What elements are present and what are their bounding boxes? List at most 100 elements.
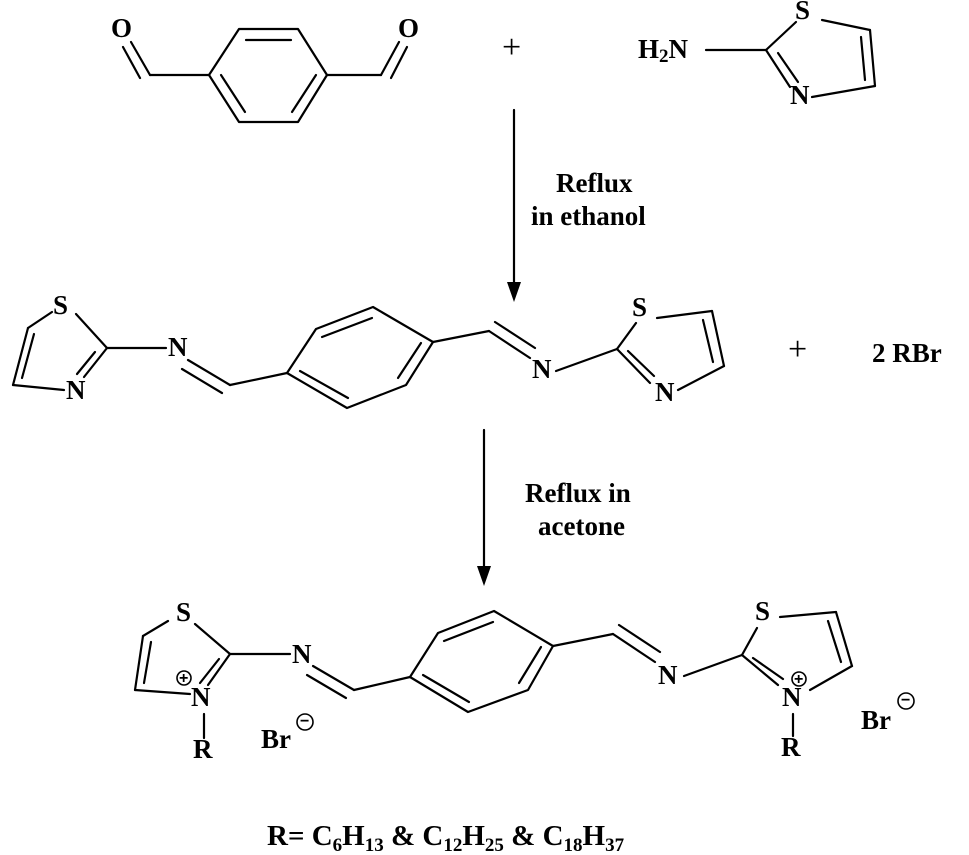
ring-double-bond: [75, 350, 97, 376]
r-group-label: R: [781, 732, 801, 762]
plus-sign: +: [788, 331, 807, 368]
condition-label: Reflux: [556, 168, 633, 198]
ring-bond: [206, 652, 232, 687]
carbonyl-bond: [129, 40, 152, 77]
imine-bond: [554, 347, 619, 373]
nitrogen-label: N: [168, 332, 188, 362]
hydrogen-label: H: [583, 820, 606, 852]
aromatic-double-bond: [219, 73, 247, 114]
sulfur-label: S: [632, 292, 647, 322]
ring-bond: [74, 312, 109, 350]
carbonyl-bond: [121, 45, 142, 80]
aromatic-double-bond: [396, 341, 423, 380]
reaction-arrow-1: [507, 108, 521, 302]
aromatic-double-bond: [442, 620, 495, 643]
subscript: 37: [605, 835, 625, 855]
plus-sign: +: [502, 29, 521, 66]
ring-bond: [710, 309, 726, 368]
ring-bond: [764, 20, 798, 52]
ring-double-bond: [20, 332, 36, 380]
ring-bond: [615, 321, 638, 351]
ring-bond: [740, 626, 759, 657]
subscript: 6: [333, 835, 343, 855]
ring-bond: [82, 346, 109, 379]
imine-double-bond: [180, 367, 224, 395]
aryl-bond: [551, 632, 615, 648]
hydrogen-label: H: [462, 820, 485, 852]
nitrogen-label: N: [658, 660, 678, 690]
imine-double-bond: [617, 623, 662, 654]
bromide-counterion: Br: [261, 724, 291, 754]
imine-double-bond: [493, 320, 537, 350]
ring-bond: [655, 309, 714, 320]
aromatic-double-bond: [290, 73, 318, 114]
subscript: 12: [443, 835, 462, 855]
imine-double-bond: [611, 632, 657, 664]
ring-bond: [834, 610, 854, 668]
carbonyl-bond: [389, 45, 409, 80]
imine-double-bond: [487, 329, 532, 360]
carbonyl-bond: [379, 40, 401, 77]
imine-double-bond: [311, 664, 356, 692]
ring-bond: [193, 622, 232, 656]
ring-bond: [11, 383, 66, 392]
negative-charge: −: [901, 692, 910, 709]
ring-bond: [26, 310, 54, 330]
ring-bond: [11, 326, 30, 387]
r-group-definition: R= C6H13 & C12H25 & C18H37: [267, 820, 625, 855]
subscript: 18: [564, 835, 583, 855]
ring-bond: [740, 653, 780, 687]
bis-schiff-base: S N N N S N: [11, 290, 726, 410]
nitrogen-label: N: [66, 375, 86, 405]
ring-bond: [141, 619, 170, 638]
ring-bond: [808, 664, 854, 692]
2-aminothiazole: H2N S N: [638, 0, 877, 110]
bis-thiazolium-salt: S N + R Br − N N S N +: [133, 596, 915, 764]
positive-charge: +: [179, 670, 188, 687]
sulfur-label: S: [755, 596, 770, 626]
sulfur-label: S: [176, 597, 191, 627]
negative-charge-circle: [296, 713, 314, 731]
imine-bond: [682, 653, 744, 678]
nitrogen-label: N: [532, 354, 552, 384]
nitrogen-label: N: [655, 377, 675, 407]
positive-charge: +: [794, 671, 803, 688]
arrow-head: [477, 566, 491, 586]
negative-charge: −: [300, 713, 309, 730]
reaction-arrow-2: [477, 428, 491, 586]
ring-double-bond: [826, 619, 843, 664]
ring-bond: [676, 364, 726, 392]
sulfur-label: S: [53, 290, 68, 320]
positive-charge-circle: [791, 671, 807, 687]
ring-double-bond: [701, 318, 715, 364]
nitrogen-label: N: [191, 682, 211, 712]
ring-double-bond: [626, 349, 656, 378]
ring-bond: [820, 18, 872, 32]
ring-double-bond: [142, 640, 153, 685]
terephthalaldehyde: O O: [111, 13, 419, 124]
r-def-prefix: R= C: [267, 820, 333, 852]
sulfur-label: S: [795, 0, 810, 25]
arrow-head: [507, 282, 521, 302]
aryl-bond: [352, 675, 412, 692]
aryl-bond: [228, 371, 289, 387]
nitrogen-label: N: [292, 639, 312, 669]
nitrogen-label: N: [782, 682, 802, 712]
aryl-bond: [431, 329, 491, 344]
condition-label: in ethanol: [531, 201, 646, 231]
aromatic-double-bond: [298, 369, 350, 400]
ring-bond: [810, 84, 877, 99]
ring-double-bond: [859, 35, 867, 82]
hydrogen-label: H: [342, 820, 365, 852]
ring-bond: [615, 347, 652, 385]
negative-charge-circle: [897, 692, 915, 710]
ring-double-bond: [198, 657, 221, 685]
hydrogen-label: H: [638, 34, 659, 64]
aromatic-double-bond: [421, 673, 471, 704]
imine-double-bond: [305, 673, 348, 700]
ring-bond: [778, 610, 838, 619]
ring-bond: [133, 688, 192, 696]
nitrogen-label: N: [669, 34, 689, 64]
amine-label: H2N: [638, 34, 689, 67]
